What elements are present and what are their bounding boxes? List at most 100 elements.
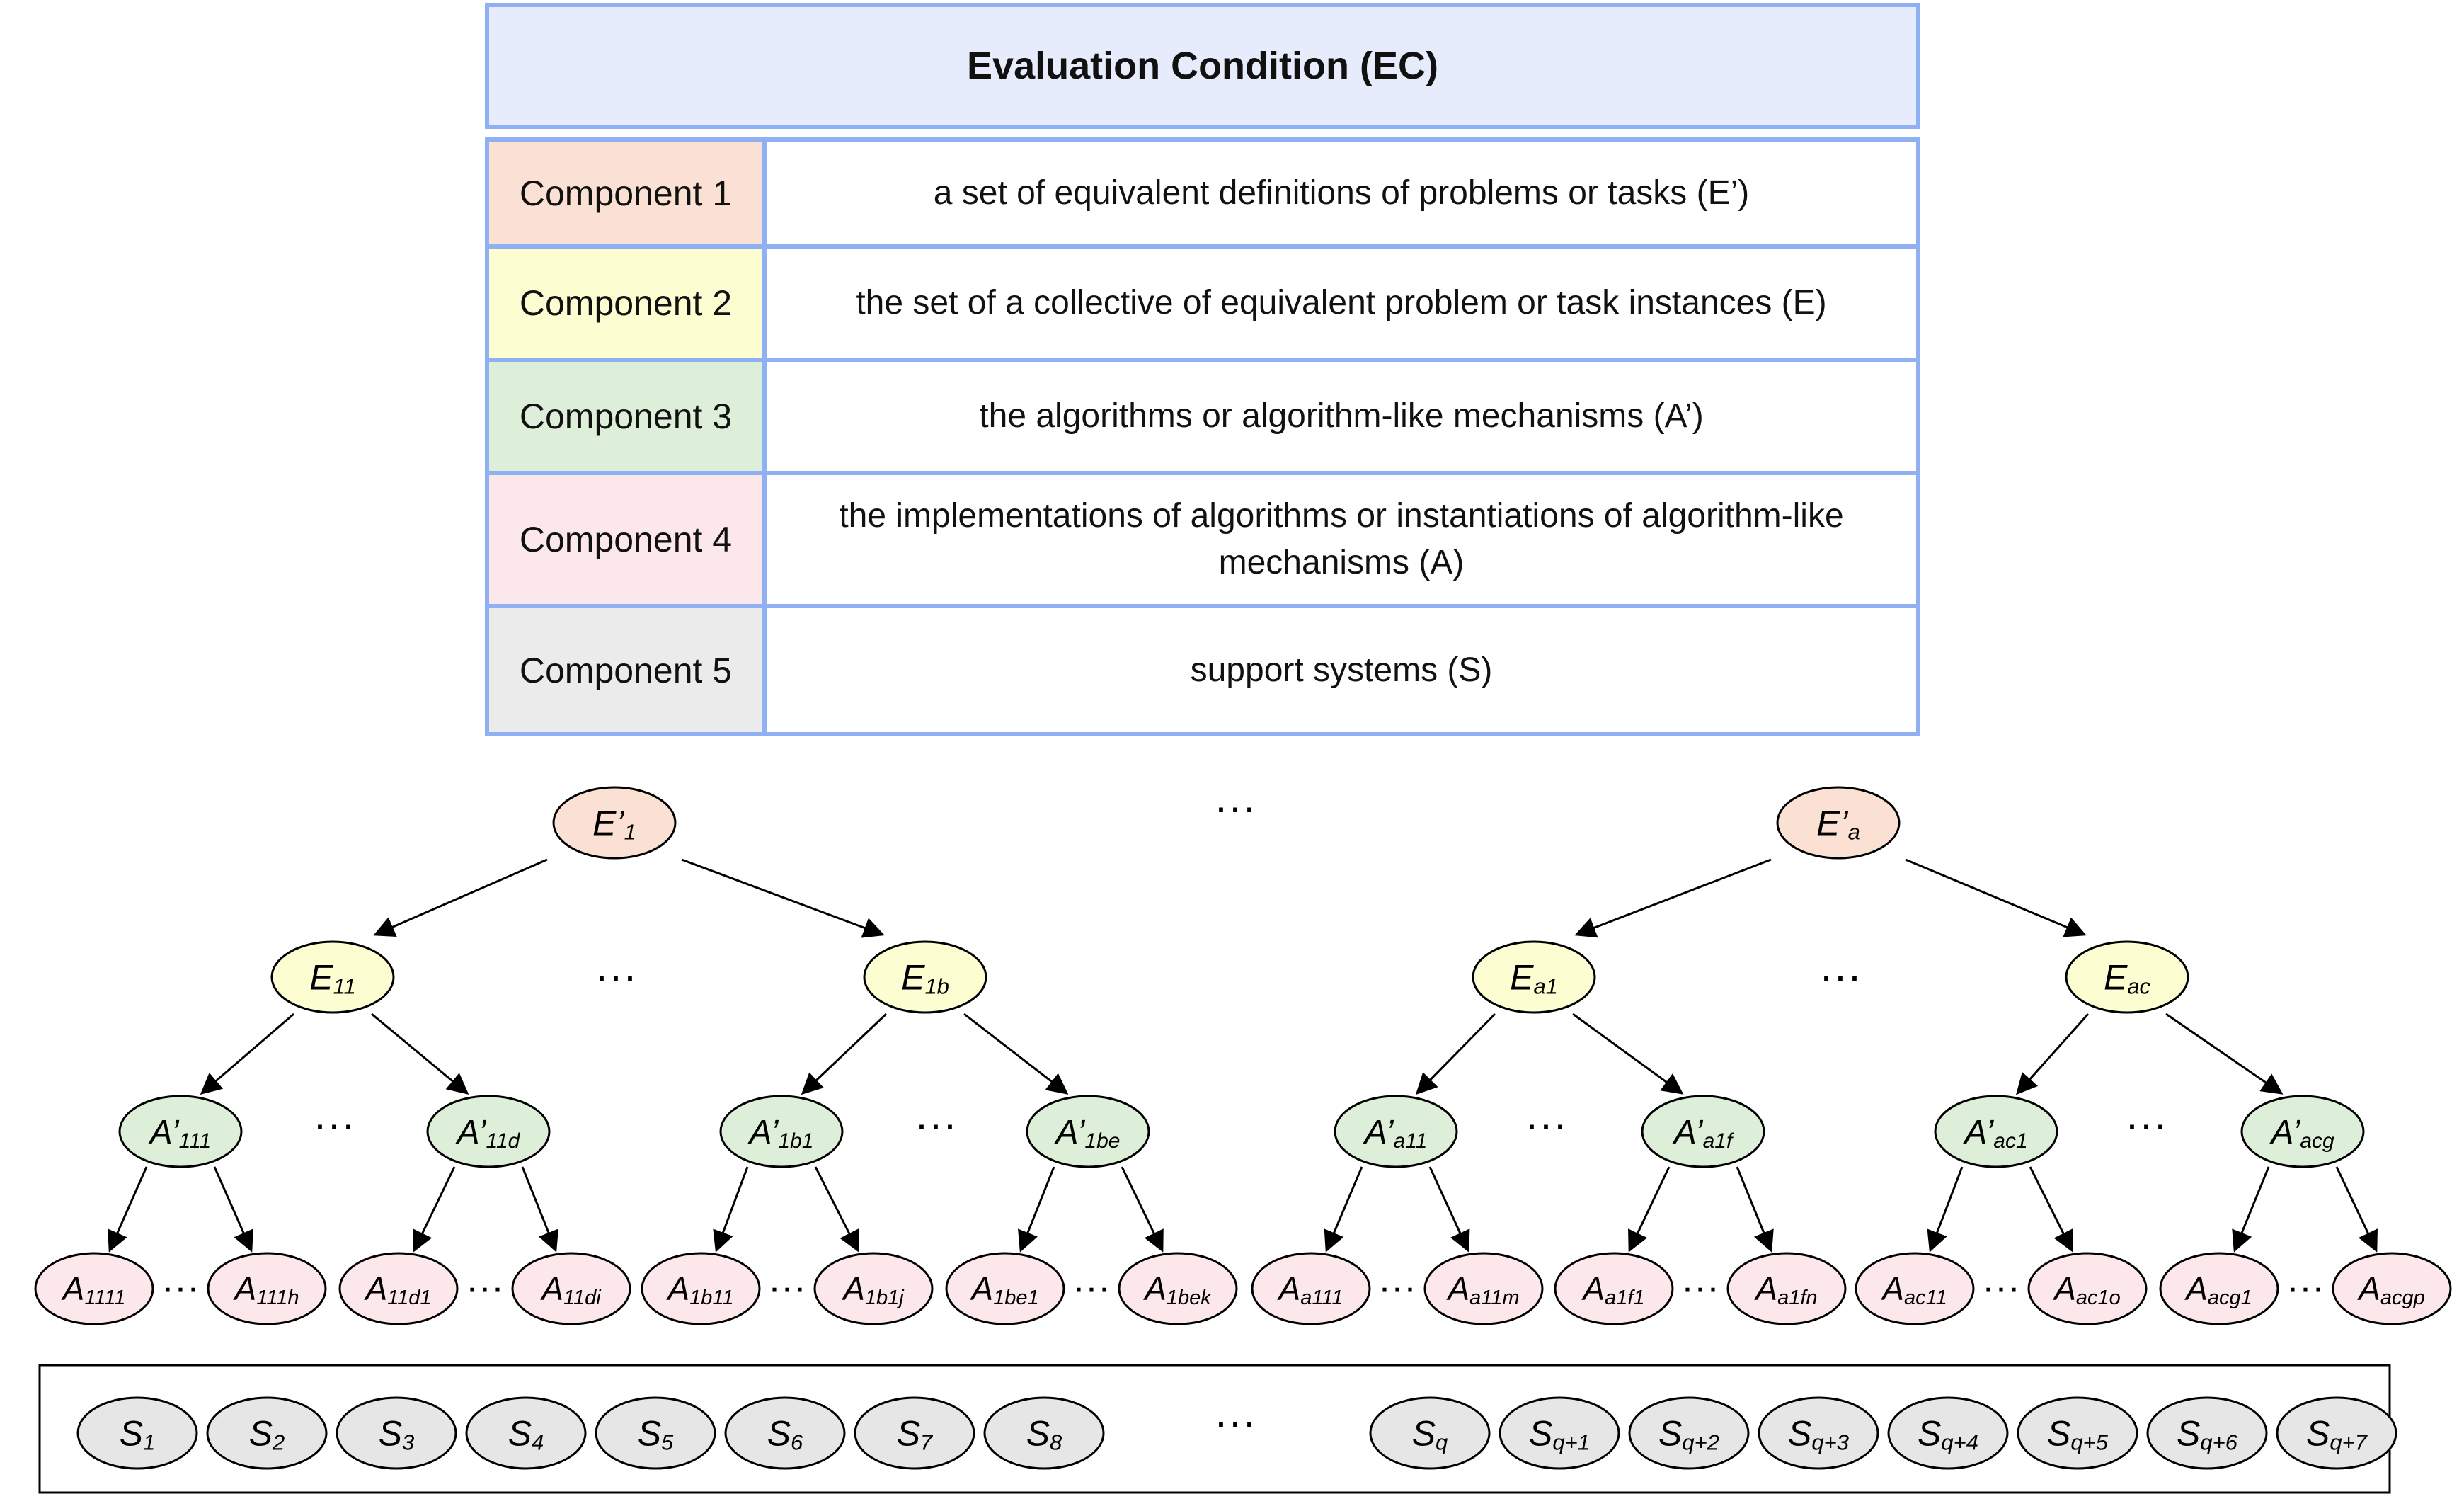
edge-l3-0-1 (213, 1166, 253, 1253)
node-level3-0-label: A’111 (148, 1114, 212, 1153)
support-node-right-1-subscript: q+1 (1552, 1430, 1590, 1455)
support-node-left-0: S1 (76, 1396, 198, 1470)
node-level3-5: A’a1f (1641, 1095, 1765, 1168)
node-level3-6-base: A’ (1962, 1114, 1994, 1151)
edge-l2-0-1 (371, 1013, 469, 1095)
ellipsis-level3-3: ··· (2125, 1100, 2167, 1148)
support-node-right-6-shape (2146, 1396, 2268, 1470)
support-node-left-5-shape (724, 1396, 846, 1470)
node-level4-6-shape (945, 1252, 1065, 1325)
node-level4-4: A1b11 (641, 1252, 761, 1325)
node-level3-1: A’11d (426, 1095, 551, 1168)
node-level4-4-shape (641, 1252, 761, 1325)
support-node-right-4-base: S (1918, 1414, 1941, 1454)
node-level3-4: A’a11 (1334, 1095, 1458, 1168)
node-level4-4-base: A (665, 1270, 689, 1307)
ellipsis-level1: ··· (1214, 783, 1256, 831)
edge-l3-1-1 (521, 1166, 558, 1253)
node-level4-10-base: A (1581, 1270, 1605, 1307)
node-level4-3-label: A11di (539, 1270, 602, 1309)
component-label-1: Component 1 (489, 142, 767, 244)
ellipsis-level4-0: ··· (161, 1266, 200, 1308)
node-level4-1-subscript: 111h (256, 1287, 299, 1309)
node-level3-3-subscript: 1be (1084, 1129, 1120, 1153)
node-level4-1-base: A (233, 1270, 257, 1307)
node-level4-2-subscript: 11d1 (387, 1287, 431, 1309)
node-level4-12-subscript: ac11 (1904, 1287, 1947, 1309)
node-level4-15-base: A (2356, 1270, 2380, 1307)
ec-title: Evaluation Condition (EC) (967, 45, 1438, 87)
support-node-left-1-base: S (249, 1414, 273, 1454)
edge-l3-3-0 (1018, 1166, 1055, 1253)
support-node-right-7: Sq+7 (2276, 1396, 2397, 1470)
node-level3-2-subscript: 1b1 (778, 1129, 813, 1153)
node-level4-3-base: A (539, 1270, 563, 1307)
node-level3-6-subscript: ac1 (1993, 1129, 2027, 1153)
node-level1-0-shape (552, 786, 677, 860)
ellipsis-level4-6: ··· (1982, 1266, 2020, 1308)
node-level4-14-subscript: acg1 (2208, 1287, 2252, 1309)
ec-title-box: Evaluation Condition (EC) (485, 3, 1920, 129)
support-node-left-7-subscript: 8 (1050, 1430, 1062, 1455)
node-level4-7-shape (1118, 1252, 1238, 1325)
node-level4-9-subscript: a11m (1469, 1287, 1519, 1309)
node-level4-13: Aac1o (2027, 1252, 2148, 1325)
support-node-left-7-label: S8 (1026, 1414, 1062, 1455)
node-level4-11-label: Aa1fn (1753, 1270, 1817, 1309)
component-row-1: Component 1 a set of equivalent definiti… (489, 142, 1916, 244)
edge-l1-1-1 (1905, 858, 2087, 937)
support-node-left-0-base: S (120, 1414, 143, 1454)
edge-l1-0-0 (373, 858, 548, 937)
component-label-2: Component 2 (489, 249, 767, 358)
support-node-right-1-label: Sq+1 (1529, 1414, 1590, 1455)
component-description-5: support systems (S) (767, 608, 1916, 732)
node-level4-1: A111h (207, 1252, 327, 1325)
edge-l3-6-0 (1927, 1166, 1964, 1253)
edge-l3-0-0 (108, 1166, 148, 1253)
support-node-right-6-subscript: q+6 (2200, 1430, 2237, 1455)
node-level3-3-label: A’1be (1054, 1114, 1121, 1153)
node-level1-0-base: E’ (592, 804, 624, 843)
component-description-4: the implementations of algorithms or ins… (767, 475, 1916, 604)
support-node-left-1-subscript: 2 (272, 1430, 285, 1455)
support-node-left-3-shape (465, 1396, 587, 1470)
support-node-right-4: Sq+4 (1887, 1396, 2009, 1470)
component-description-3: the algorithms or algorithm-like mechani… (767, 362, 1916, 471)
edge-l2-1-1 (963, 1013, 1069, 1095)
support-node-right-7-base: S (2306, 1414, 2330, 1454)
node-level2-2-subscript: a1 (1533, 974, 1557, 999)
support-node-right-3-shape (1758, 1396, 1879, 1470)
edge-l3-1-0 (413, 1166, 456, 1253)
support-node-left-5-label: S6 (767, 1414, 803, 1455)
node-level4-3-shape (511, 1252, 631, 1325)
ec-component-table: Component 1 a set of equivalent definiti… (485, 137, 1920, 736)
node-level4-5: A1b1j (813, 1252, 934, 1325)
node-level4-15-shape (2332, 1252, 2452, 1325)
node-level4-15-label: Aacgp (2356, 1270, 2425, 1309)
node-level4-14-base: A (2184, 1270, 2208, 1307)
edge-l3-4-1 (1428, 1166, 1470, 1253)
component-row-4: Component 4 the implementations of algor… (489, 471, 1916, 604)
ellipsis-level3-1: ··· (915, 1100, 957, 1148)
node-level2-3-base: E (2104, 958, 2128, 998)
node-level4-8-subscript: a111 (1300, 1287, 1343, 1309)
node-level4-2: A11d1 (338, 1252, 459, 1325)
node-level2-3-subscript: ac (2127, 974, 2150, 999)
node-level3-0: A’111 (118, 1095, 243, 1168)
support-node-left-3: S4 (465, 1396, 587, 1470)
node-level4-9: Aa11m (1423, 1252, 1544, 1325)
component-label-5: Component 5 (489, 608, 767, 732)
ellipsis-level2-right: ··· (1819, 952, 1862, 999)
support-node-right-2: Sq+2 (1628, 1396, 1750, 1470)
node-level4-4-subscript: 1b11 (689, 1287, 733, 1309)
node-level3-7-base: A’ (2269, 1114, 2300, 1151)
node-level4-10-shape (1554, 1252, 1674, 1325)
support-node-right-0-base: S (1412, 1414, 1436, 1454)
node-level4-13-label: Aac1o (2052, 1270, 2121, 1309)
node-level1-1-base: E’ (1816, 804, 1848, 843)
node-level4-14-shape (2159, 1252, 2279, 1325)
node-level2-3-shape (2065, 940, 2189, 1014)
ellipsis-marks: ········································… (161, 783, 2325, 1308)
node-level4-9-label: Aa11m (1445, 1270, 1519, 1309)
support-node-left-3-subscript: 4 (532, 1430, 544, 1455)
